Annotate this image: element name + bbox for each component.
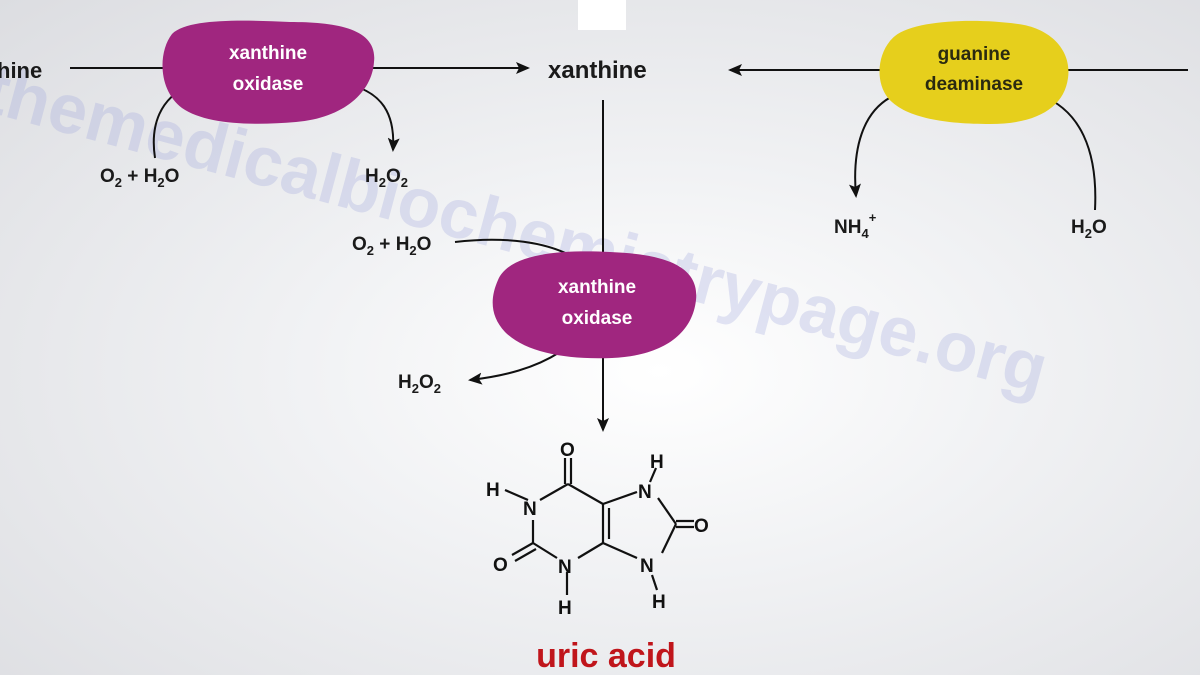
atom-o2: O: [493, 555, 508, 576]
atom-h-n9: H: [652, 592, 666, 613]
enzyme-xanthine-oxidase-center: xanthine oxidase: [492, 251, 697, 359]
xanthine-label: xanthine: [548, 57, 647, 84]
cofactor-curve-out-right: [848, 94, 896, 198]
uric-acid-structure: [504, 458, 694, 595]
hypoxanthine-label: hine: [0, 58, 42, 83]
atom-h-n7: H: [650, 452, 664, 473]
enzyme-xanthine-oxidase-top: xanthine oxidase: [162, 20, 375, 124]
uric-acid-label: uric acid: [536, 637, 676, 675]
atom-n1: N: [523, 499, 537, 520]
cofactor-curve-in-right: [1039, 94, 1097, 211]
svg-text:O2 + H2O: O2 + H2O: [100, 166, 179, 190]
atom-o8: O: [694, 516, 709, 537]
enzyme-label-line1: xanthine: [229, 43, 307, 64]
atom-n3: N: [558, 557, 572, 578]
svg-text:NH4+: NH4+: [834, 210, 877, 241]
svg-text:H2O2: H2O2: [365, 166, 408, 190]
o2-h2o-label-center: O2 + H2O: [352, 234, 431, 258]
enzyme-label-line2: oxidase: [233, 74, 304, 95]
nh4-label: NH4+: [834, 210, 877, 241]
svg-text:H2O: H2O: [1071, 217, 1107, 241]
h2o2-label-center: H2O2: [398, 372, 441, 396]
atom-h-n3: H: [558, 598, 572, 619]
svg-text:O2 + H2O: O2 + H2O: [352, 234, 431, 258]
h2o2-label-left: H2O2: [365, 166, 408, 190]
enzyme-label-line1: guanine: [938, 44, 1011, 65]
cofactor-curve-out-left: [359, 87, 400, 152]
enzyme-label-line1: xanthine: [558, 277, 636, 298]
svg-text:H2O2: H2O2: [398, 372, 441, 396]
cofactor-curve-out-center: [468, 351, 561, 385]
enzyme-guanine-deaminase: guanine deaminase: [879, 20, 1069, 125]
atom-n7: N: [638, 482, 652, 503]
atom-n9: N: [640, 556, 654, 577]
atom-h-n1: H: [486, 480, 500, 501]
top-box: [578, 0, 626, 30]
o2-h2o-label-left: O2 + H2O: [100, 166, 179, 190]
enzyme-label-line2: deaminase: [925, 74, 1023, 95]
enzyme-label-line2: oxidase: [562, 308, 633, 329]
h2o-label-right: H2O: [1071, 217, 1107, 241]
atom-o6: O: [560, 440, 575, 461]
